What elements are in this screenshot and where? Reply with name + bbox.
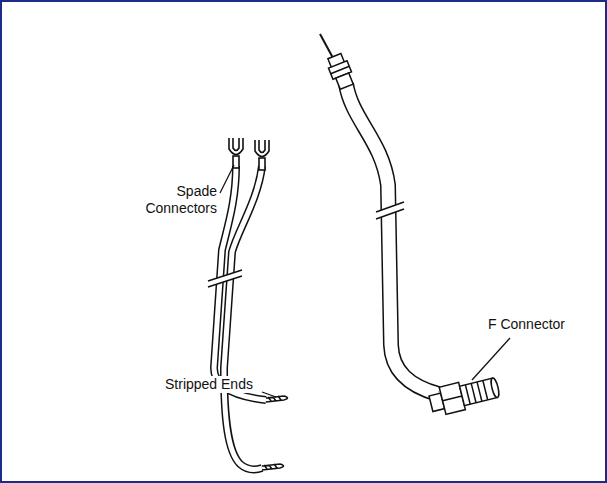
part-label: F Connector (486, 316, 567, 333)
break-mark (208, 270, 242, 287)
twin-lead-cable (214, 166, 266, 469)
cable-connector (320, 34, 356, 90)
leader-line (220, 165, 510, 397)
spade-connector (229, 138, 269, 170)
part-label: Spade Connectors (143, 183, 219, 217)
f-connector-body (428, 373, 502, 417)
stripped-end (262, 396, 288, 470)
part-label: Stripped Ends (163, 376, 255, 393)
coax-cable (346, 84, 438, 394)
break-mark (376, 202, 404, 219)
